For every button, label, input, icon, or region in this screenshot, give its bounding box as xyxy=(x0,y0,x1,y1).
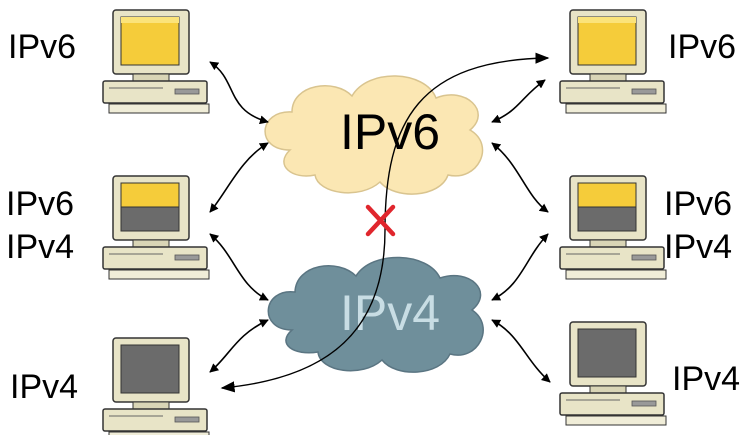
node-label-left-bottom: IPv4 xyxy=(10,368,78,406)
computer-left-bottom: IPv4 xyxy=(10,337,210,435)
node-label-right-bottom: IPv4 xyxy=(672,360,740,398)
computer-right-bottom: IPv4 xyxy=(559,321,740,426)
dual-stack-computer-icon xyxy=(102,175,210,280)
node-label-left-mid-v4: IPv4 xyxy=(6,228,74,266)
blocked-x-icon xyxy=(365,204,396,237)
link-left-mid-ipv6 xyxy=(209,142,269,213)
ipv6-computer-icon xyxy=(102,9,210,114)
ipv4-cloud-label: IPv4 xyxy=(340,285,440,341)
link-right-top-ipv6 xyxy=(491,79,546,123)
node-label-right-mid-v6: IPv6 xyxy=(664,185,732,223)
link-left-bottom-ipv4 xyxy=(209,319,269,373)
link-left-mid-ipv4 xyxy=(209,233,269,301)
ipv4-computer-icon xyxy=(102,337,210,435)
node-label-left-mid-v6: IPv6 xyxy=(6,185,74,223)
ipv4-cloud: IPv4 xyxy=(267,256,484,373)
node-label-right-top: IPv6 xyxy=(668,28,736,66)
ipv6-cloud-label: IPv6 xyxy=(340,104,440,160)
link-right-bottom-ipv4 xyxy=(491,319,551,383)
link-right-mid-ipv6 xyxy=(491,142,549,213)
computer-right-top: IPv6 xyxy=(559,9,736,114)
ipv6-computer-icon xyxy=(559,9,667,114)
ipv4-computer-icon xyxy=(559,321,667,426)
dual-stack-computer-icon xyxy=(559,175,667,280)
link-ipv4-to-ipv6-cross xyxy=(220,52,550,393)
ipv6-cloud: IPv6 xyxy=(264,75,484,195)
computer-right-mid: IPv6 IPv4 xyxy=(559,175,732,280)
connections xyxy=(209,52,551,393)
node-label-right-mid-v4: IPv4 xyxy=(664,228,732,266)
computer-left-top: IPv6 xyxy=(8,9,210,114)
node-label-left-top: IPv6 xyxy=(8,28,76,66)
link-right-mid-ipv4 xyxy=(491,233,549,301)
computer-left-mid: IPv6 IPv4 xyxy=(6,175,210,280)
link-left-top-ipv6 xyxy=(209,61,269,125)
